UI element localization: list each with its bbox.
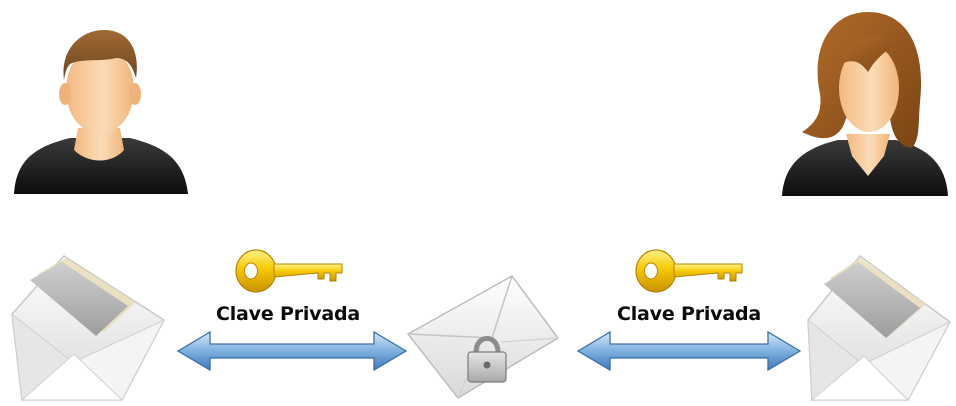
- left-double-arrow-icon: [176, 330, 408, 372]
- right-open-envelope-icon: [800, 250, 956, 406]
- locked-envelope-icon: [404, 272, 562, 402]
- male-user-icon: [8, 18, 192, 194]
- right-double-arrow-icon: [576, 330, 802, 372]
- right-key-label: Clave Privada: [617, 303, 762, 325]
- left-key-label: Clave Privada: [216, 303, 361, 325]
- right-gold-key-icon: [634, 247, 746, 295]
- female-user-icon: [780, 6, 950, 196]
- left-gold-key-icon: [234, 247, 346, 295]
- left-open-envelope-icon: [4, 250, 174, 406]
